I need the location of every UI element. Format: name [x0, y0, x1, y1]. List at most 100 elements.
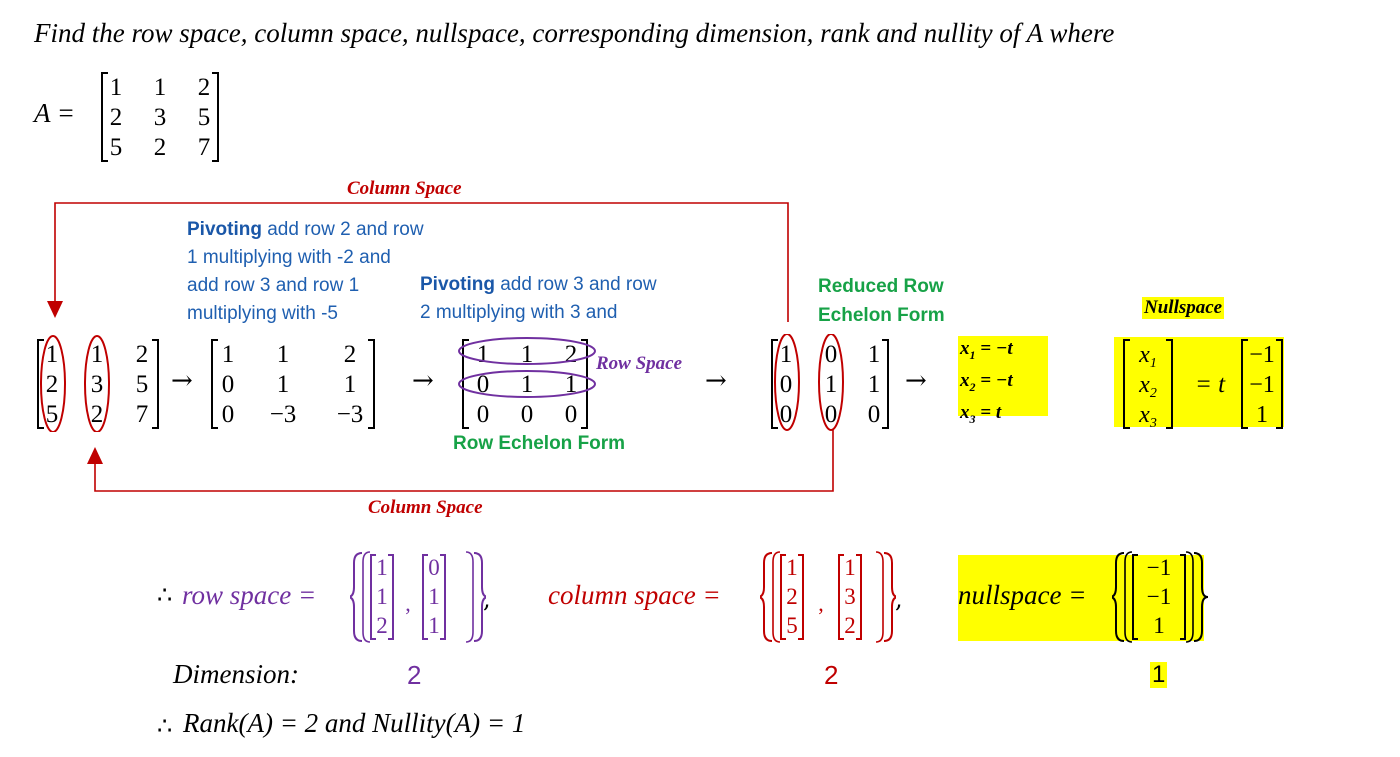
- matrix-cell: 0: [222, 401, 235, 428]
- therefore-symbol-conclusion: ∴: [157, 712, 173, 740]
- matrix-cell: 0: [222, 371, 235, 398]
- matrix-cell: 1: [91, 341, 104, 368]
- matrix-cell: 2: [786, 584, 798, 609]
- pivot-column-2-circle: [84, 335, 110, 432]
- matrix-cell: 1: [868, 341, 881, 368]
- matrix-cell: 1: [277, 371, 290, 398]
- svg-text:,: ,: [818, 591, 824, 616]
- matrix-cell: 2: [344, 341, 357, 368]
- pivot-column-1-circle: [40, 335, 66, 432]
- dimension-label: Dimension:: [173, 659, 299, 689]
- pivot-note-2-line: 2 multiplying with 3 and: [420, 302, 618, 323]
- matrix-cell: 1: [1256, 402, 1268, 428]
- nullspace-variables: x1 x2 x3: [1138, 342, 1157, 431]
- dimension-nullspace: 1: [1150, 661, 1168, 688]
- matrix-cell: 1: [376, 584, 388, 609]
- matrix-cell: 5: [46, 401, 59, 428]
- arrow-3: →: [705, 366, 727, 396]
- matrix-cell: 3: [91, 371, 104, 398]
- matrix-cell: 2: [110, 104, 123, 131]
- matrix-cell: 5: [198, 104, 211, 131]
- matrix-cell: 5: [786, 613, 798, 638]
- column-space-result-label: column space =: [548, 580, 721, 610]
- matrix-cell: −3: [337, 401, 364, 428]
- matrix-cell: 1: [844, 555, 856, 580]
- matrix-cell: 0: [780, 371, 793, 398]
- nullspace-title: Nullspace: [1142, 297, 1225, 319]
- pivot-column-1-circle: [774, 334, 800, 431]
- arrow-4: →: [905, 366, 927, 396]
- nullspace-parametric: x1 x2 x3 = t −1−11: [1123, 339, 1283, 431]
- reduced-row-echelon-label: Reduced Row Echelon Form: [818, 276, 945, 326]
- matrix-cell: 2: [136, 341, 149, 368]
- pivot-note-1-line: 1 multiplying with -2 and: [187, 247, 391, 268]
- equation-line: x1 = −t: [960, 338, 1013, 362]
- matrix-cell: 2: [46, 371, 59, 398]
- matrix-cell: −3: [270, 401, 297, 428]
- row-1-circle: [458, 337, 596, 365]
- matrix-cell: 0: [428, 555, 440, 580]
- matrix-cell: 1: [780, 341, 793, 368]
- column-space-top-connector: [54, 202, 789, 322]
- column-space-label-top: Column Space: [347, 178, 462, 199]
- matrix-cell: 0: [565, 401, 578, 428]
- matrix-cell: 1: [46, 341, 59, 368]
- arrow-1: →: [171, 366, 193, 396]
- matrix-cell: −1: [1147, 584, 1171, 609]
- matrix-cell: 1: [1153, 613, 1165, 638]
- column-space-vector-2: 132: [844, 555, 856, 638]
- column-space-bottom-connector: [94, 430, 834, 492]
- arrowhead-up-icon: [87, 447, 103, 464]
- svg-text:,: ,: [405, 591, 411, 616]
- nullspace-set: −1 −1 1: [1112, 551, 1208, 643]
- matrix-cell: 1: [110, 74, 123, 101]
- matrix-cell: 1: [222, 341, 235, 368]
- matrix-cell: 2: [91, 401, 104, 428]
- nullspace-result-box: [958, 555, 1204, 641]
- row-echelon-label: Row Echelon Form: [453, 433, 626, 454]
- matrix-cell: 0: [780, 401, 793, 428]
- column-space-label-bottom: Column Space: [368, 497, 483, 518]
- row-space-vector-2: 011: [428, 555, 440, 638]
- matrix-cell: 7: [198, 134, 211, 161]
- matrix-cell: 0: [521, 401, 534, 428]
- therefore-symbol: ∴: [157, 581, 173, 609]
- row-space-result-label: row space =: [182, 580, 317, 610]
- matrix-cell: 1: [428, 584, 440, 609]
- matrix-cell: 1: [565, 371, 578, 398]
- column-space-vector-1: 1 2 5: [786, 555, 798, 638]
- equation-line: x2 = −t: [960, 369, 1013, 394]
- matrix-cell: 2: [565, 341, 578, 368]
- svg-text:x2: x2: [1138, 372, 1157, 401]
- pivot-note-1-line: multiplying with -5: [187, 303, 338, 324]
- matrix-cell: 1: [521, 341, 534, 368]
- svg-text:x3: x3: [1138, 402, 1157, 431]
- row-space-comma: ,: [483, 585, 491, 613]
- matrix-cell: −1: [1147, 555, 1171, 580]
- pivot-note-1: Pivoting add row 2 and row 1 multiplying…: [187, 216, 424, 328]
- equation-line: x3 = t: [960, 401, 1002, 426]
- dimension-column-space: 2: [824, 660, 839, 690]
- matrix-cell: 5: [110, 134, 123, 161]
- matrix-a-label: A =: [34, 98, 75, 128]
- problem-statement: Find the row space, column space, nullsp…: [34, 18, 1115, 48]
- pivot-note-2-line: Pivoting add row 3 and row: [420, 274, 657, 295]
- row-2-circle: [458, 370, 596, 398]
- matrix-cell: 2: [198, 74, 211, 101]
- pivot-note-1-line: Pivoting add row 2 and row: [187, 219, 424, 240]
- svg-text:x1: x1: [1138, 342, 1157, 371]
- conclusion: Rank(A) = 2 and Nullity(A) = 1: [183, 708, 526, 738]
- nullspace-vector-cells: −1−11: [1249, 342, 1275, 428]
- matrix-cell: 0: [868, 401, 881, 428]
- matrix-cell: 1: [786, 555, 798, 580]
- equals-t: = t: [1195, 371, 1226, 398]
- nullspace-result-vector: −1 −1 1: [1147, 555, 1171, 638]
- pivot-note-1-line: add row 3 and row 1: [187, 275, 360, 296]
- row-space-vector-1: 112: [376, 555, 388, 638]
- matrix-cell: 1: [477, 341, 490, 368]
